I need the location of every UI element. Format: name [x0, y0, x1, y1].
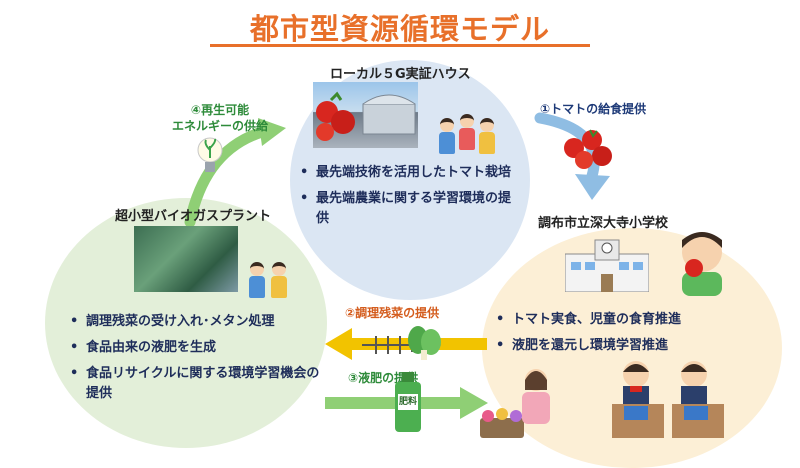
greenhouse-photo — [313, 82, 418, 148]
house-heading: ローカル５G実証ハウス — [330, 67, 471, 82]
school-heading: 調布市立深大寺小学校 — [538, 216, 669, 231]
house-bullets: 最先端技術を活用したトマト栽培 最先端農業に関する学習環境の提供 — [300, 163, 520, 235]
arrow-energy — [184, 126, 268, 228]
children-icon — [438, 112, 498, 156]
tomato-photo — [316, 91, 416, 141]
school-bullets: トマト実食、児童の食育推進 液肥を還元し環境学習推進 — [496, 310, 756, 362]
energy-label-line2: エネルギーの供給 — [171, 119, 268, 133]
vegetable-icon — [408, 326, 441, 360]
fertilizer-label: ③液肥の提供 — [348, 371, 419, 385]
students-desks-icon — [612, 361, 724, 438]
arrow-leftover-head — [325, 328, 352, 360]
fertilizer-bottle-icon: 肥料 — [395, 372, 421, 432]
school-bullet: トマト実食、児童の食育推進 — [496, 310, 756, 330]
energy-label: ④再生可能 エネルギーの供給 — [150, 102, 290, 134]
tomatoes-icon — [564, 129, 612, 169]
arrow-tomato-head — [575, 174, 610, 200]
bottle-label: 肥料 — [398, 394, 418, 410]
student-eating-tomato-icon — [682, 232, 722, 296]
plant-heading: 超小型バイオガスプラント — [115, 209, 272, 224]
arrow-fertilizer-head — [460, 387, 488, 419]
arrow-fertilizer-bar — [325, 397, 460, 409]
school-bullet: 液肥を還元し環境学習推進 — [496, 336, 756, 356]
tomato-supply-label: ①トマトの給食提供 — [540, 102, 647, 116]
school-building-icon — [565, 239, 649, 292]
watering-can-icon — [480, 408, 524, 438]
energy-label-line1: ④再生可能 — [190, 103, 250, 117]
house-bullet: 最先端技術を活用したトマト栽培 — [300, 163, 520, 183]
house-bullet: 最先端農業に関する学習環境の提供 — [300, 189, 520, 229]
diagram-title: 都市型資源循環モデル — [249, 12, 550, 46]
teacher-icon — [522, 369, 550, 424]
biogas-plant-photo — [134, 226, 238, 292]
children-icon-plant — [248, 258, 292, 302]
plant-bullets: 調理残菜の受け入れ･メタン処理 食品由来の液肥を生成 食品リサイクルに関する環境… — [70, 312, 322, 410]
leftover-label: ②調理残菜の提供 — [345, 306, 440, 320]
lightbulb-plant-icon — [197, 137, 223, 172]
plant-bullet: 食品リサイクルに関する環境学習機会の提供 — [70, 364, 322, 404]
title-underline — [210, 44, 590, 47]
arrow-energy-head — [258, 118, 286, 146]
plant-bullet: 食品由来の液肥を生成 — [70, 338, 322, 358]
plant-bullet: 調理残菜の受け入れ･メタン処理 — [70, 312, 322, 332]
